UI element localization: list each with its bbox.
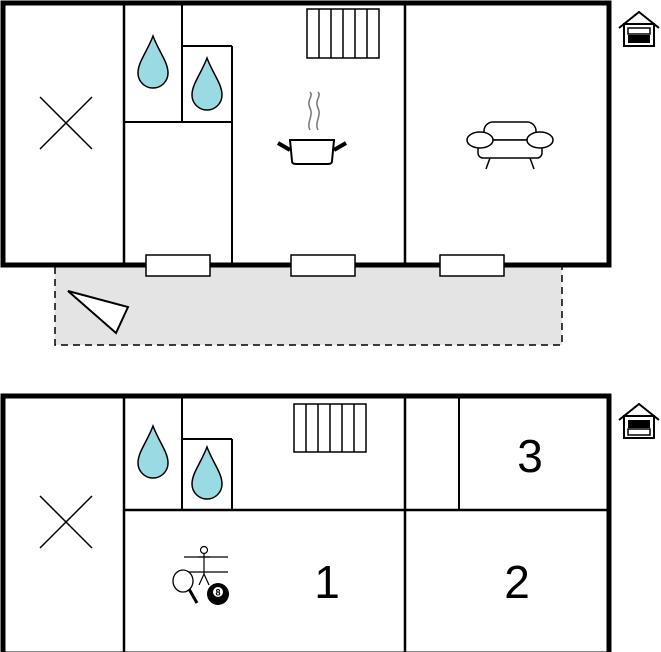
window [439,254,505,277]
room-label-2: 2 [504,556,530,608]
lower-outer-wall [0,393,612,652]
water-drop-icon [191,444,223,500]
water-drop-icon [137,423,169,479]
cross-icon [39,96,93,150]
radiator-icon [306,8,380,59]
room-label-1: 1 [314,556,340,608]
upper-floor [0,0,660,346]
foosball-icon [184,545,228,586]
terrace [54,265,563,346]
house-upper-floor-icon [618,10,660,47]
ball-number: 8 [215,588,220,598]
sofa-icon [466,121,554,170]
lower-floor: 8 1 2 3 [0,393,660,652]
triangle-marker-icon [67,290,130,335]
cooking-pot-icon [276,91,348,165]
room-label-3: 3 [517,430,543,482]
cross-icon [39,495,93,549]
water-drop-icon [191,55,223,111]
window [290,254,356,277]
house-lower-floor-icon [618,402,660,439]
table-tennis-icon [172,569,199,604]
water-drop-icon [137,33,169,89]
window [145,254,211,277]
radiator-icon [293,403,367,453]
billiard-ball-icon: 8 [207,583,229,605]
